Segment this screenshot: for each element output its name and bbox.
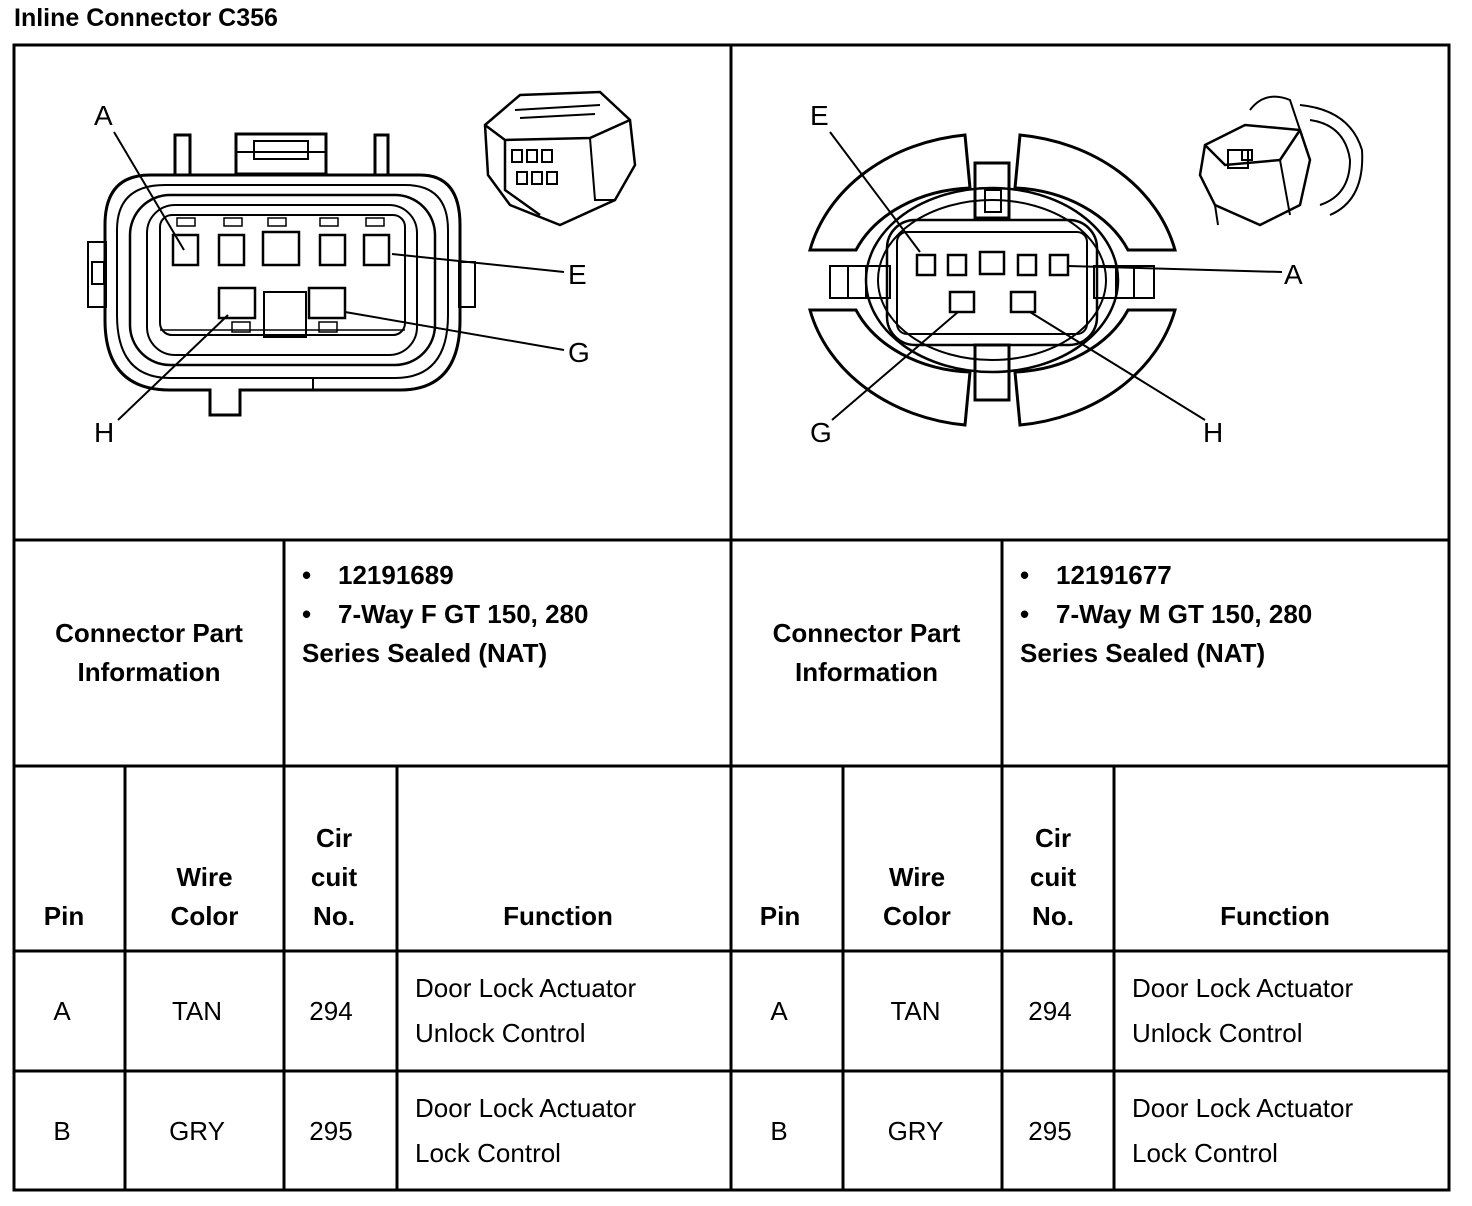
pin-label-g: G [568, 337, 590, 368]
part-info-label: Connector Part Information [772, 618, 961, 687]
female-connector-face [87, 132, 476, 417]
table-cell-circuit: 295 [309, 1116, 353, 1146]
male-connector-isometric [1198, 95, 1364, 227]
table-cell-wire-color: GRY [169, 1116, 225, 1146]
table-cell-pin: B [770, 1116, 788, 1146]
table-cell-circuit: 295 [1028, 1116, 1072, 1146]
pin-label-h: H [1203, 417, 1224, 448]
part-number: 12191677 [1056, 560, 1172, 590]
table-cell-circuit: 294 [309, 996, 353, 1026]
header-function: Function [1220, 901, 1330, 931]
header-function: Function [503, 901, 613, 931]
male-connector-face [808, 133, 1177, 427]
table-cell-circuit: 294 [1028, 996, 1072, 1026]
left-leader-lines [113, 131, 565, 421]
female-connector-isometric [483, 90, 637, 227]
pin-label-e: E [810, 100, 829, 131]
part-info-label: Connector Part Information [55, 618, 243, 687]
pin-label-g: G [810, 417, 832, 448]
pin-label-a: A [1284, 259, 1303, 290]
table-cell-pin: B [53, 1116, 71, 1146]
diagram-title: Inline Connector C356 [14, 4, 278, 32]
pin-label-a: A [94, 100, 113, 131]
pin-label-h: H [94, 417, 115, 448]
table-cell-wire-color: GRY [887, 1116, 944, 1146]
header-pin: Pin [759, 901, 801, 931]
part-spec: •12191689 •7-Way F GT 150, 280 Series Se… [302, 560, 589, 668]
right-leader-lines [829, 131, 1283, 421]
table-cell-pin: A [770, 996, 788, 1026]
part-spec: •12191677 •7-Way M GT 150, 280 Series Se… [1020, 560, 1313, 668]
table-grid [12, 43, 1451, 1192]
part-number: 12191689 [338, 560, 454, 590]
pin-label-e: E [568, 259, 587, 290]
table-cell-wire-color: TAN [890, 996, 941, 1026]
header-pin: Pin [43, 901, 85, 931]
table-cell-pin: A [53, 996, 71, 1026]
table-cell-wire-color: TAN [171, 996, 223, 1026]
